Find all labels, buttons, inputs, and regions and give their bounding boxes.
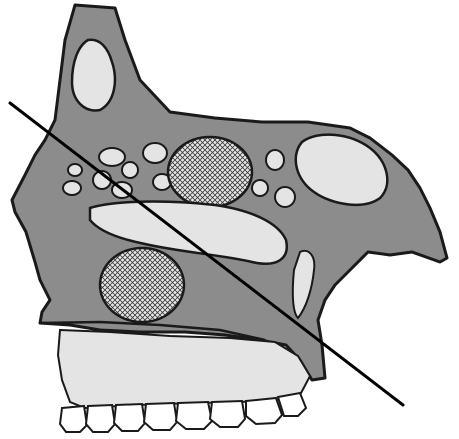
tooth [210,401,245,427]
tooth [60,406,87,432]
tooth [176,402,212,429]
tooth [144,403,177,430]
lower-hatched-sinus [100,248,184,322]
frontal-sinus [72,40,115,111]
air-cell [99,148,125,166]
oral-cavity [58,330,310,408]
upper-hatched-sinus [168,137,252,207]
air-cell [122,162,138,178]
tooth [246,398,282,424]
air-cell [275,187,295,207]
air-cell [143,143,167,163]
tooth [278,393,306,416]
tooth [114,404,145,431]
air-cell [68,164,82,176]
air-cell [266,150,284,170]
air-cell [252,180,268,196]
tooth [86,405,115,432]
air-cell [63,181,81,195]
